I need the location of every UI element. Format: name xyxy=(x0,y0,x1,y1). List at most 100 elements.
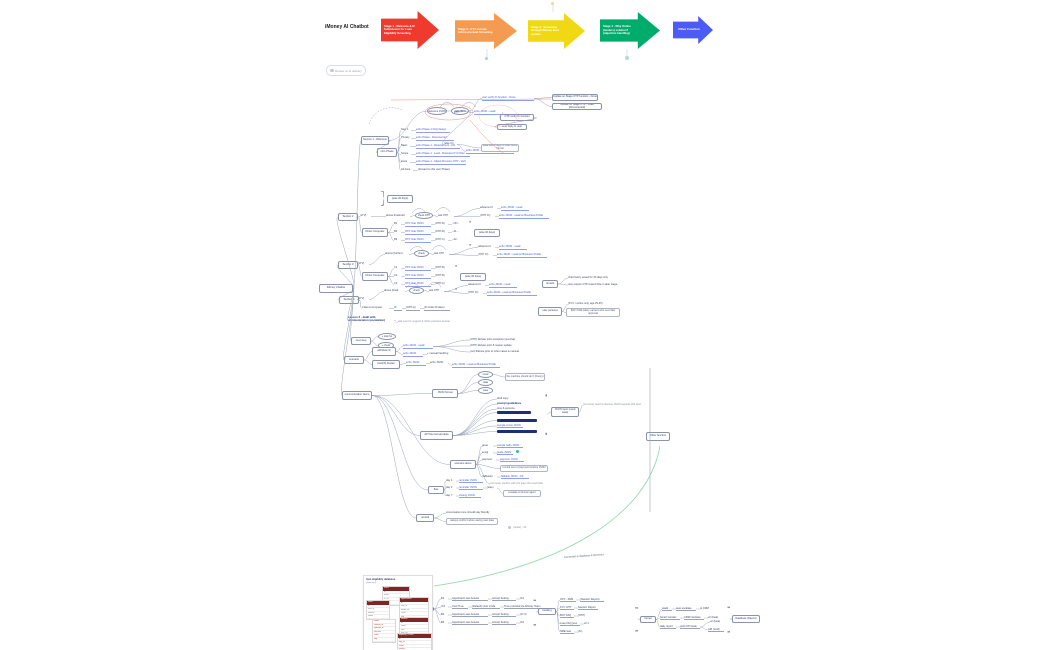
stage-arrow-1[interactable]: Stage 1 - Welcome & IC Submission for Lo… xyxy=(381,11,439,49)
node-link[interactable]: echo JSON - Lead xyxy=(403,344,433,349)
node-text[interactable]: to CRM xyxy=(700,607,709,610)
section-2-node[interactable]: Section 2 xyxy=(338,213,358,221)
node-text[interactable]: - A1 - xyxy=(452,230,459,233)
stage-arrow-5[interactable]: Other Function xyxy=(673,16,713,44)
node-text[interactable]: Class A computer xyxy=(362,306,383,309)
node-utext[interactable]: Session Report xyxy=(578,606,598,610)
node-link[interactable]: closing JSON xyxy=(459,494,481,498)
node-text[interactable]: (OTP-C) xyxy=(435,238,445,241)
node-box[interactable]: auto reply to user xyxy=(497,124,527,130)
node-text[interactable]: C1 xyxy=(394,266,398,269)
user-persona-node[interactable]: user persona xyxy=(538,307,562,316)
node-utext[interactable]: Appointed Loan Answer xyxy=(452,597,488,601)
node-text[interactable]: Privacy xyxy=(401,136,410,139)
remark-node[interactable]: remark xyxy=(542,280,558,288)
node-link[interactable]: reminder JSON xyxy=(459,479,483,483)
database-schema-card[interactable]: loan eligibility database(flowchart)user… xyxy=(363,575,433,650)
node-text[interactable]: Extra xyxy=(401,160,408,163)
node-utext[interactable]: (OTP-A) xyxy=(406,306,420,311)
node-text[interactable]: v2 (beta) xyxy=(710,620,721,623)
node-link[interactable]: OTP chat JSON xyxy=(405,274,431,279)
node-link[interactable]: echo JSON - Lead w/ Business Profile xyxy=(499,214,549,219)
node-text[interactable]: (OTP) xyxy=(578,614,586,617)
node-gbox[interactable]: the machine should do X (theory) xyxy=(505,373,545,381)
node-link[interactable]: echo JSON - Lead xyxy=(499,245,527,250)
node-text[interactable]: B3 xyxy=(441,621,445,624)
node-text[interactable]: (not sure) need to discuss JSON request … xyxy=(583,403,641,406)
node-link[interactable]: sample convo JSON xyxy=(497,424,523,428)
node-link[interactable]: guide JSON xyxy=(497,451,513,455)
node-text[interactable]: (OTP-R) xyxy=(435,274,445,277)
node-text[interactable]: greet xyxy=(482,444,488,447)
node-utext[interactable]: Cool Time xyxy=(452,605,468,609)
node-link[interactable]: OTP chat JSON xyxy=(405,238,431,243)
node-text[interactable]: (OTP IC) xyxy=(468,291,479,294)
node-box[interactable]: communication demo xyxy=(342,391,372,400)
node-text[interactable]: (LTV) xyxy=(358,297,365,300)
node-box[interactable]: intro Phase xyxy=(377,148,397,157)
node-text[interactable]: B3 xyxy=(394,238,398,241)
node-box[interactable]: (else 30 days) xyxy=(460,273,486,281)
node-box[interactable]: withdraw IC xyxy=(372,347,396,356)
node-text[interactable]: refer IC xyxy=(455,110,464,113)
node-text[interactable]: C3 xyxy=(394,282,398,285)
root-node[interactable]: iMoney Chatbot xyxy=(319,284,353,293)
node-utext[interactable]: Smart transfer xyxy=(660,616,680,620)
node-text[interactable]: day 3 xyxy=(446,486,453,489)
node-utext[interactable]: CRM interface xyxy=(684,616,704,620)
node-text[interactable]: (LTV) xyxy=(360,214,367,217)
node-text[interactable]: payment xyxy=(482,458,492,461)
node-text[interactable]: ask OTP xyxy=(438,214,449,217)
node-link[interactable]: sample hello JSON xyxy=(497,444,523,448)
node-text[interactable]: (OTP) Refuse prior exception (via chat) xyxy=(470,338,516,341)
node-utext[interactable]: (IC code 30 days) xyxy=(424,306,450,311)
node-utext[interactable]: daily report xyxy=(660,625,676,629)
node-gbox[interactable]: save user's reply in chat JSON format xyxy=(481,144,519,152)
node-link[interactable]: OTP chat JSON xyxy=(405,222,431,227)
node-text[interactable]: IC2 xyxy=(441,605,446,608)
node-link[interactable]: echo JSON xyxy=(403,352,423,357)
node-text[interactable]: IC1 xyxy=(520,597,525,600)
node-text[interactable]: All done xyxy=(401,168,411,171)
node-oval[interactable]: welcome JSON xyxy=(427,107,447,115)
node-text[interactable]: may require OTP resend flow in later sta… xyxy=(568,283,618,286)
node-text[interactable]: (OTP-R) xyxy=(435,266,445,269)
node-utext[interactable]: API (LLM) xyxy=(708,628,724,632)
node-link[interactable]: OTP chat JSON xyxy=(405,266,431,271)
node-oval[interactable]: data xyxy=(478,379,493,386)
node-link[interactable]: echo Phase 1 - Adjust Premium OTP - Veri… xyxy=(416,160,466,165)
node-text[interactable]: (OTP IC) xyxy=(478,253,489,256)
node-text[interactable]: B2 xyxy=(441,613,445,616)
node-text[interactable]: day 7 xyxy=(446,494,453,497)
node-text[interactable]: emoji xyxy=(482,451,489,454)
node-link[interactable]: reminder JSON xyxy=(459,486,483,490)
node-utext[interactable]: leads xyxy=(662,607,672,611)
node-oval[interactable]: check OTP xyxy=(415,212,433,219)
node-bold[interactable]: prompt guidelines xyxy=(497,402,522,405)
node-text[interactable]: (fallback) xyxy=(482,475,493,478)
node-box[interactable]: Update on Stage OTP function - Done xyxy=(552,94,598,101)
node-text[interactable]: B1 xyxy=(441,597,445,600)
node-text[interactable]: Scope xyxy=(401,152,409,155)
node-text[interactable]: (OTP-R) xyxy=(435,222,445,225)
stage-arrow-2[interactable]: Stage 2 - KYC income before pre-lead Scr… xyxy=(455,13,517,49)
node-text[interactable]: ask OTP xyxy=(434,252,445,255)
section-3-node[interactable]: Section 3 xyxy=(338,261,358,269)
node-oval[interactable]: mock xyxy=(478,371,493,378)
green-curve-label[interactable]: connected to database & flowchart xyxy=(563,553,604,560)
node-gbox[interactable]: B40 / M40 salary earners who need fast a… xyxy=(566,308,620,317)
node-link[interactable]: echo JSON xyxy=(406,361,426,366)
node-oval[interactable]: check xyxy=(409,287,424,294)
node-text[interactable]: C2 xyxy=(394,274,398,277)
node-box[interactable]: JSON format xyxy=(432,389,458,398)
node-utext[interactable]: Accept Setting xyxy=(492,613,516,617)
node-gbox[interactable]: always confirm before saving user data xyxy=(446,518,498,525)
node-text[interactable]: (not) Refuse prior to other cases & manu… xyxy=(470,350,519,353)
node-box[interactable]: scenario xyxy=(344,356,364,364)
node-box[interactable]: flow xyxy=(428,486,444,494)
node-text[interactable]: above (final) xyxy=(384,289,399,292)
node-box[interactable]: remark xyxy=(416,514,434,522)
node-link[interactable]: echo JSON - Lead xyxy=(501,206,529,211)
node-box[interactable]: Direct Computer xyxy=(362,272,388,281)
